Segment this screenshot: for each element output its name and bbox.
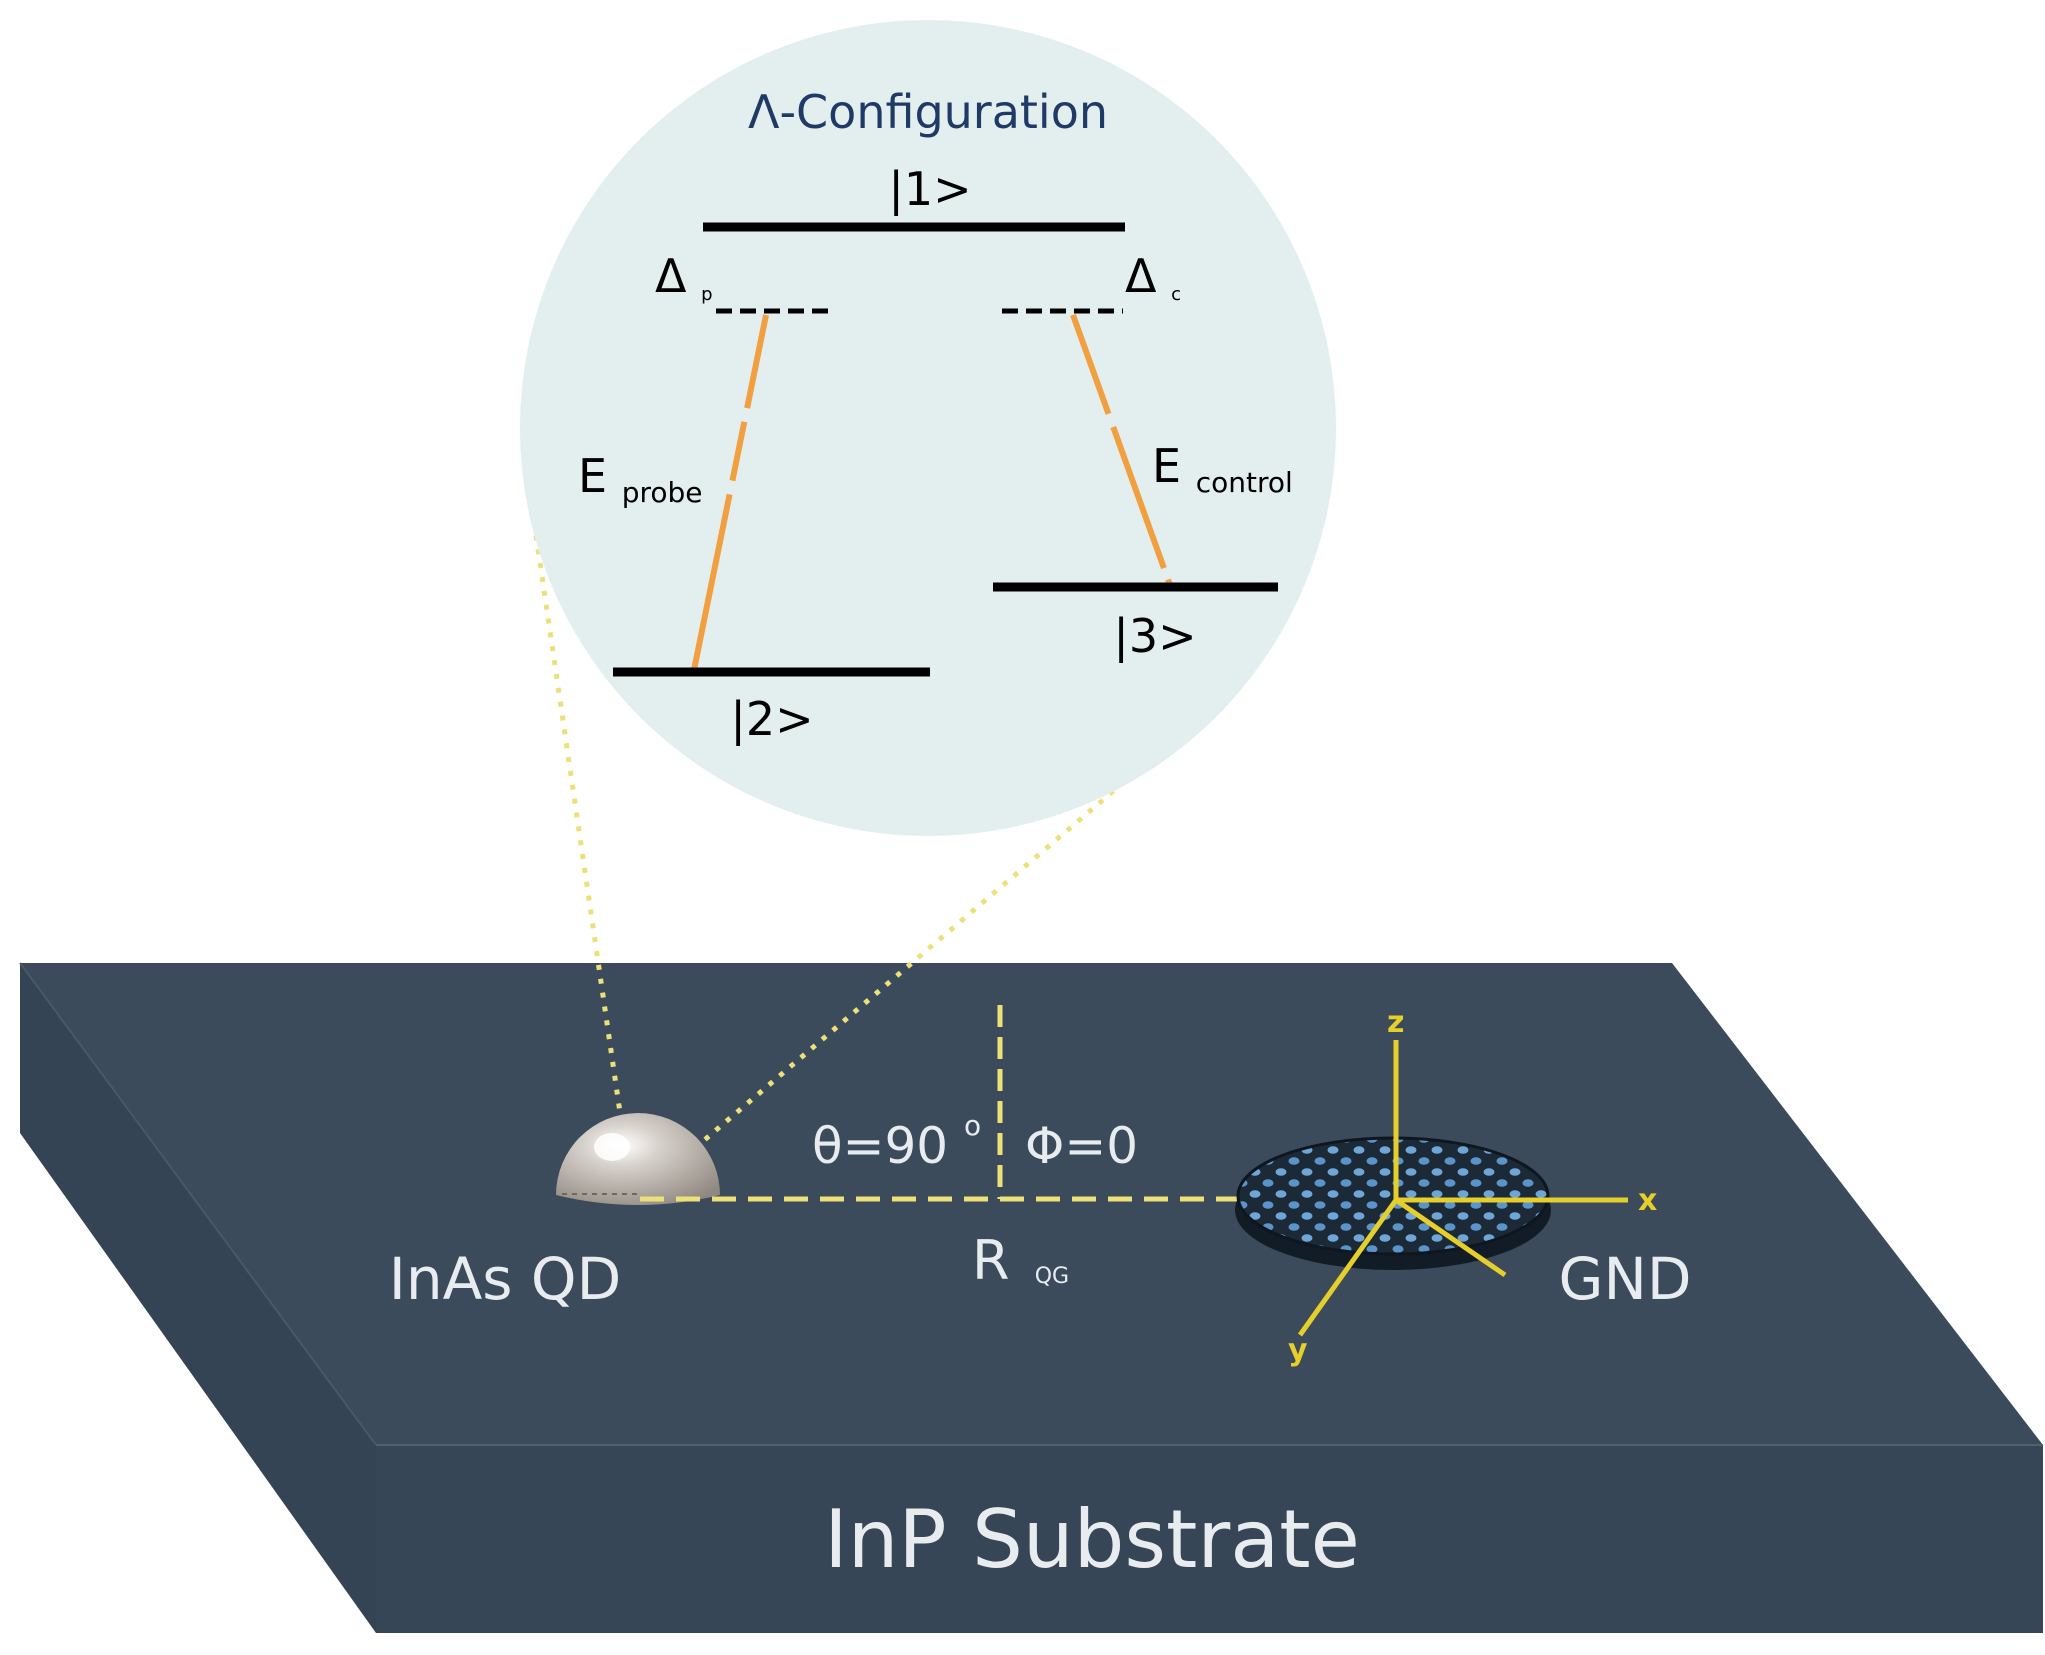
quantum-dot-highlight: [594, 1133, 630, 1161]
inas-quantum-dot: InAs QD: [389, 1113, 720, 1313]
graphene-nanodisk: GND: [1235, 1136, 1692, 1313]
distance-subscript: QG: [1035, 1264, 1069, 1289]
substrate-top-face: [20, 963, 2043, 1445]
distance-label: R QG: [972, 1229, 1069, 1292]
lambda-configuration-inset: Λ-Configuration |1> Δ p Δ c E probe E co…: [520, 20, 1336, 836]
substrate-label: InP Substrate: [824, 1493, 1360, 1586]
control-field-label: E control: [1152, 439, 1293, 499]
y-axis-label: y: [1288, 1333, 1308, 1368]
coordinate-axes: z x y: [1288, 1005, 1657, 1368]
nanodisk-label: GND: [1559, 1245, 1692, 1313]
zoom-guide-left: [525, 479, 635, 1196]
substrate-front-face: [376, 1445, 2043, 1633]
substrate-edge-left: [19, 962, 377, 1446]
level-2-label: |2>: [730, 692, 813, 747]
level-3-label: |3>: [1113, 609, 1196, 664]
x-axis-label: x: [1638, 1183, 1657, 1218]
inset-title: Λ-Configuration: [748, 85, 1108, 139]
probe-detuning-symbol: Δ: [655, 249, 687, 303]
probe-field-subscript: probe: [622, 476, 703, 509]
y-axis: [1297, 1198, 1399, 1337]
inset-circle: [520, 20, 1336, 836]
probe-field-label: E probe: [578, 449, 703, 509]
distance-symbol: R: [972, 1229, 1010, 1292]
z-axis-label: z: [1387, 1005, 1404, 1040]
quantum-dot-label: InAs QD: [389, 1245, 622, 1313]
phi-label: Φ=0: [1025, 1117, 1138, 1175]
substrate-left-face: [20, 963, 376, 1633]
theta-label: θ=90 o: [812, 1109, 981, 1175]
control-transition: [1070, 313, 1173, 587]
control-field-symbol: E: [1152, 439, 1181, 493]
nanodisk-surface: [1236, 1136, 1550, 1256]
control-detuning-subscript: c: [1171, 284, 1181, 305]
level-1-label: |1>: [888, 162, 971, 217]
theta-degree: o: [964, 1109, 981, 1142]
control-detuning-symbol: Δ: [1125, 249, 1157, 303]
probe-detuning-label: Δ p: [655, 249, 713, 305]
probe-detuning-subscript: p: [701, 284, 712, 305]
control-field-subscript: control: [1196, 466, 1293, 499]
probe-field-symbol: E: [578, 449, 607, 503]
control-detuning-label: Δ c: [1125, 249, 1181, 305]
theta-value: θ=90: [812, 1117, 948, 1175]
axis-diagonal: [1394, 1197, 1507, 1278]
probe-transition: [691, 314, 769, 671]
quantum-dot-dome: [556, 1113, 720, 1205]
inp-substrate: InP Substrate: [19, 962, 2043, 1633]
